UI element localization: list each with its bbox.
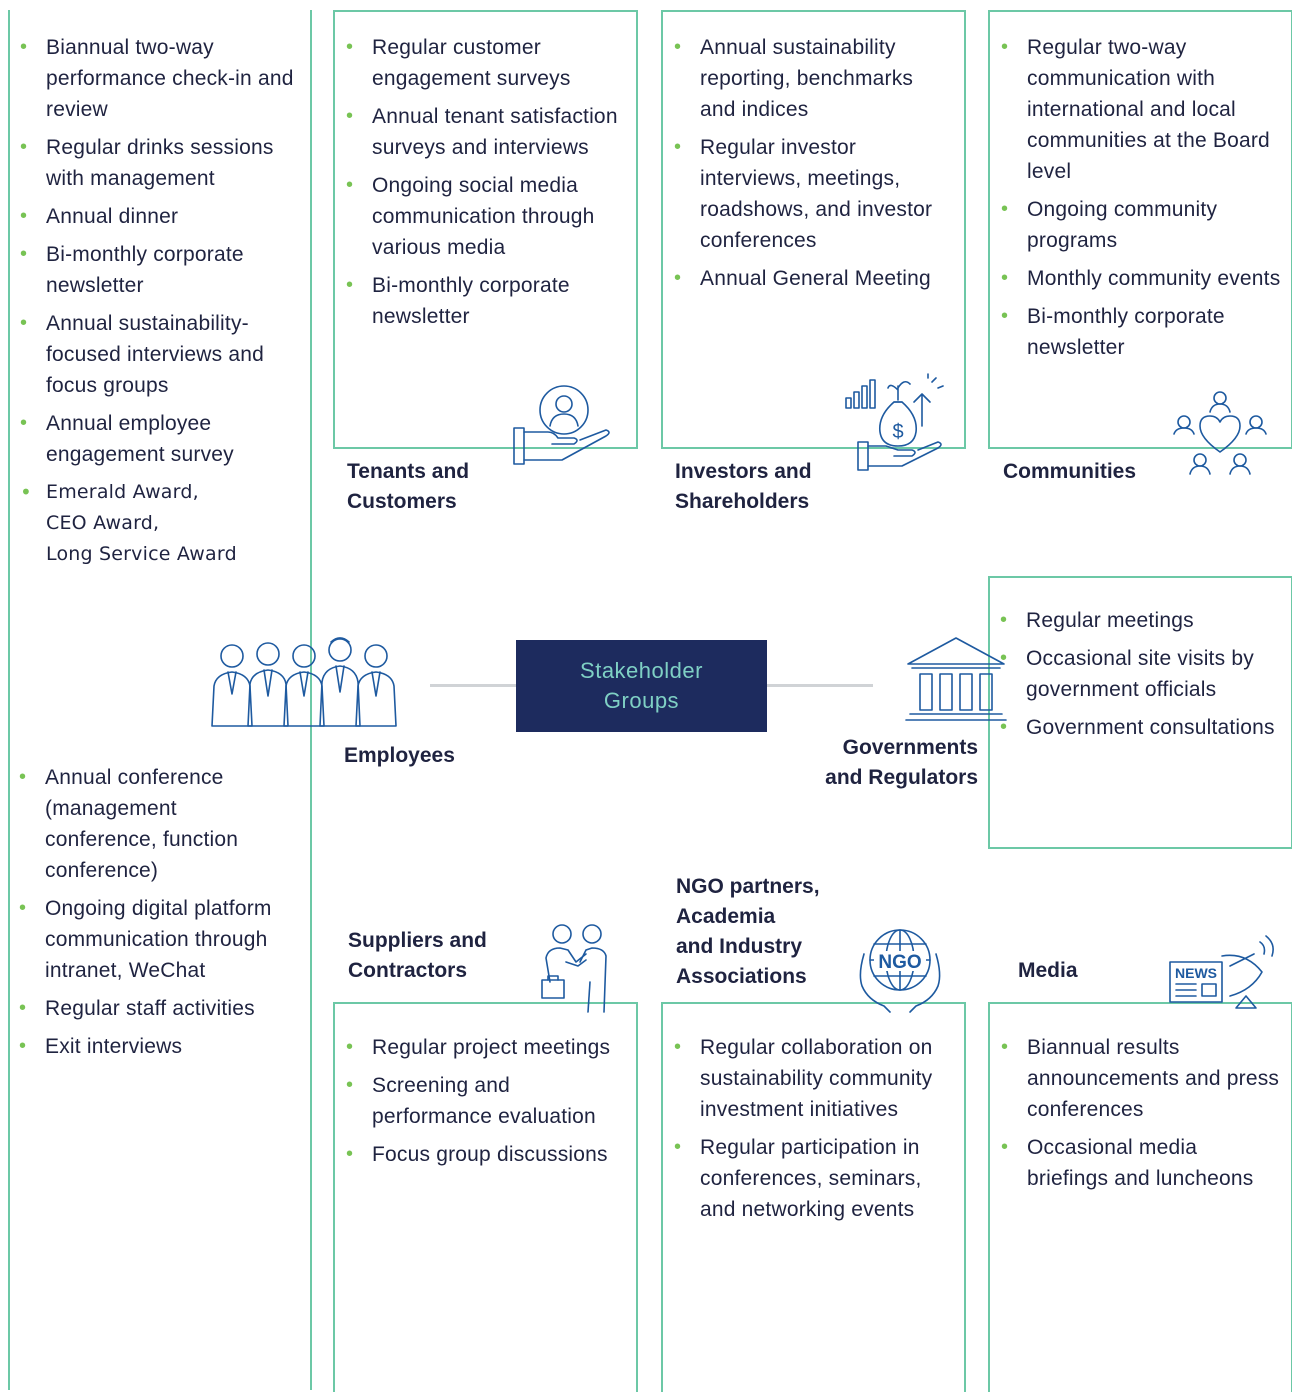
list-item: Annual dinner [20, 201, 295, 232]
employees-list-bottom: Annual conference (management conference… [19, 762, 294, 1069]
suppliers-list: Regular project meetings Screening and p… [346, 1032, 624, 1177]
list-item: Bi-monthly corporate newsletter [1001, 301, 1281, 363]
list-item: Exit interviews [19, 1031, 294, 1062]
customer-hand-icon [513, 385, 610, 465]
list-item: Annual sustainability reporting, benchma… [674, 32, 954, 125]
list-item: Biannual results announcements and press… [1001, 1032, 1281, 1125]
list-item: Ongoing digital platform communication t… [19, 893, 294, 986]
list-item: Annual sustainability-focused interviews… [20, 308, 295, 401]
list-item: Bi-monthly corporate newsletter [346, 270, 624, 332]
list-item: Regular participation in conferences, se… [674, 1132, 954, 1225]
list-item: Regular staff activities [19, 993, 294, 1024]
list-item: Ongoing social media communication throu… [346, 170, 624, 263]
suppliers-label: Suppliers and Contractors [348, 929, 487, 982]
list-item: Regular drinks sessions with management [20, 132, 295, 194]
list-item: Annual General Meeting [674, 263, 954, 294]
list-item: Regular project meetings [346, 1032, 624, 1063]
list-item: Regular customer engagement surveys [346, 32, 624, 94]
tenants-label: Tenants and Customers [347, 460, 470, 513]
list-item: Annual conference (management conference… [19, 762, 294, 886]
list-item: Focus group discussions [346, 1139, 624, 1170]
community-heart-icon [1173, 391, 1267, 475]
investors-label: Investors and Shareholders [675, 460, 812, 513]
employees-label: Employees [344, 744, 455, 767]
investment-growth-icon: $ [845, 373, 944, 471]
governments-list: Regular meetings Occasional site visits … [1000, 605, 1284, 750]
connector-right [767, 684, 873, 687]
list-item: Regular two-way communication with inter… [1001, 32, 1281, 187]
stakeholder-groups-center: Stakeholder Groups [516, 640, 767, 732]
list-item: Screening and performance evaluation [346, 1070, 624, 1132]
suppliers-box [333, 1002, 638, 1392]
list-item-awards: Emerald Award, CEO Award, Long Service A… [20, 477, 295, 570]
list-item: Regular investor interviews, meetings, r… [674, 132, 954, 256]
communities-label: Communities [1003, 460, 1137, 483]
investors-list: Annual sustainability reporting, benchma… [674, 32, 954, 301]
tenants-list: Regular customer engagement surveys Annu… [346, 32, 624, 339]
list-item: Annual employee engagement survey [20, 408, 295, 470]
governments-label: Governments and Regulators [825, 736, 978, 789]
list-item: Regular collaboration on sustainability … [674, 1032, 954, 1125]
list-item: Monthly community events [1001, 263, 1281, 294]
government-building-icon [905, 637, 1007, 721]
communities-list: Regular two-way communication with inter… [1001, 32, 1281, 370]
list-item: Occasional site visits by government off… [1000, 643, 1284, 705]
list-item: Government consultations [1000, 712, 1284, 743]
news-icon-text: NEWS [1175, 965, 1217, 981]
list-item: Regular meetings [1000, 605, 1284, 636]
list-item: Bi-monthly corporate newsletter [20, 239, 295, 301]
ngo-globe-icon: NGO [859, 929, 941, 1013]
svg-text:$: $ [892, 421, 903, 443]
list-item: Biannual two-way performance check-in an… [20, 32, 295, 125]
list-item: Ongoing community programs [1001, 194, 1281, 256]
ngo-icon-text: NGO [878, 952, 921, 973]
media-label: Media [1018, 959, 1078, 982]
news-satellite-icon: NEWS [1169, 935, 1274, 1009]
connector-left [430, 684, 516, 687]
list-item: Annual tenant satisfaction surveys and i… [346, 101, 624, 163]
ngo-label: NGO partners, Academia and Industry Asso… [676, 875, 820, 988]
list-item: Occasional media briefings and luncheons [1001, 1132, 1281, 1194]
employees-list-top: Biannual two-way performance check-in an… [20, 32, 295, 577]
employees-group-icon [211, 637, 397, 727]
handshake-icon [541, 924, 607, 1013]
media-list: Biannual results announcements and press… [1001, 1032, 1281, 1201]
ngo-list: Regular collaboration on sustainability … [674, 1032, 954, 1232]
